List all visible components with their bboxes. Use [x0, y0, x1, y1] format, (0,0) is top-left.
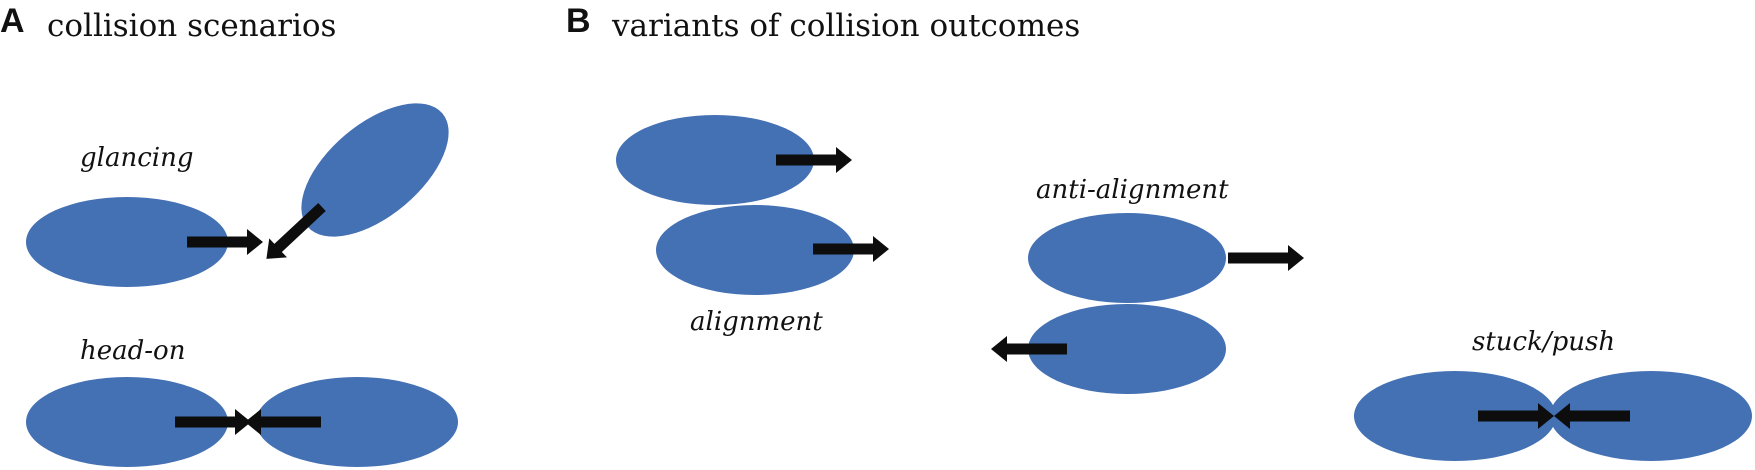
alignment-outcome — [616, 115, 889, 295]
panel-b-title: variants of collision outcomes — [612, 8, 1081, 44]
cell-ellipse — [26, 197, 228, 287]
cell-ellipse — [26, 377, 228, 467]
cell-ellipse — [256, 377, 458, 467]
cell-ellipse — [1028, 304, 1226, 394]
cell-ellipse — [301, 103, 449, 237]
label-head-on: head-on — [80, 336, 186, 366]
panel-b-letter: B — [566, 2, 591, 40]
anti-alignment-outcome — [991, 213, 1304, 394]
panel-a-title: collision scenarios — [47, 8, 337, 44]
head-on-scenario — [26, 377, 458, 467]
right-arrow-icon — [1228, 245, 1304, 271]
label-alignment: alignment — [690, 307, 823, 337]
glancing-scenario — [26, 103, 449, 287]
label-glancing: glancing — [80, 143, 194, 173]
panel-a-letter: A — [0, 2, 25, 40]
label-stuck-push: stuck/push — [1472, 327, 1616, 357]
cell-ellipse — [656, 205, 854, 295]
cell-ellipse — [1550, 371, 1752, 461]
stuck-push-outcome — [1354, 371, 1752, 461]
cell-ellipse — [1354, 371, 1556, 461]
label-anti-alignment: anti-alignment — [1036, 175, 1229, 205]
cell-ellipse — [1028, 213, 1226, 303]
cell-ellipse — [616, 115, 814, 205]
